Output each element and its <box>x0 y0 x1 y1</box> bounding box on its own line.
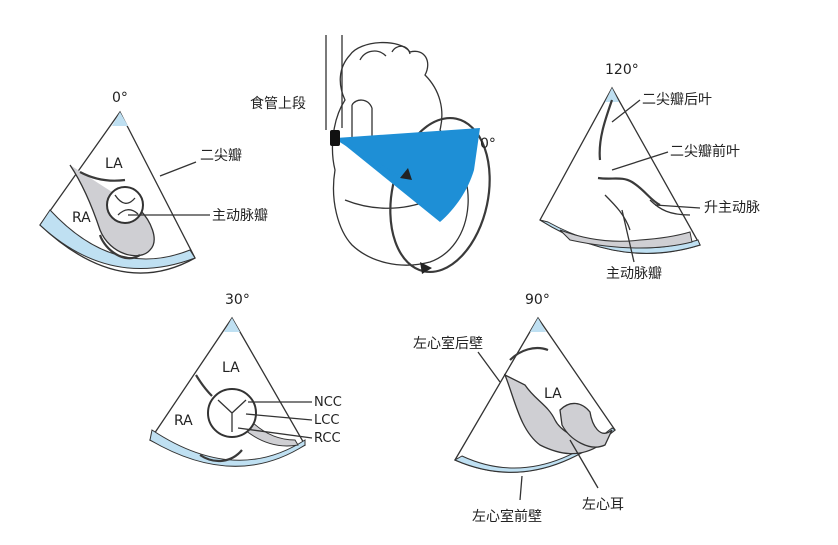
panel-0-mitral: 二尖瓣 <box>200 148 242 164</box>
rotation-arrow-bottom <box>420 262 432 274</box>
panel-120-apex <box>605 88 619 102</box>
panel-90-laa-label: 左心耳 <box>582 497 624 513</box>
panel-30-la: LA <box>222 360 240 376</box>
panel-30-degree: 30° LA RA NCC LCC RCC <box>149 292 342 467</box>
panel-120-angle: 120° <box>605 62 639 78</box>
probe-label: 食管上段 <box>250 95 306 112</box>
panel-30-walls <box>195 374 243 463</box>
center-angle-label: 0° <box>480 136 496 152</box>
panel-120-ascending-aorta: 升主动脉 <box>704 200 760 216</box>
panel-90-degree: 90° LA 左心室后壁 左心室前壁 左心耳 <box>413 292 624 525</box>
panel-0-angle: 0° <box>112 90 128 106</box>
panel-0-aortic-valve: 主动脉瓣 <box>212 208 268 224</box>
panel-30-lcc-pointer <box>245 413 313 421</box>
panel-90-walls <box>509 346 549 361</box>
panel-0-degree: 0° LA RA 二尖瓣 主动脉瓣 <box>39 90 268 274</box>
rotation-arrow-top <box>400 168 412 180</box>
panel-120-anterior-pointer <box>611 151 669 171</box>
tee-probe <box>330 130 340 146</box>
panel-120-tissue <box>559 229 693 249</box>
panel-0-near-field <box>39 209 196 269</box>
panel-120-sector <box>539 86 701 254</box>
panel-120-walls <box>597 99 661 206</box>
panel-120-aorta-pointer <box>654 204 701 209</box>
panel-90-anterior-pointer <box>519 475 523 501</box>
panel-90-lv-anterior: 左心室前壁 <box>472 508 542 525</box>
panel-90-la: LA <box>544 386 562 402</box>
probe-beam <box>335 136 401 180</box>
panel-90-apex <box>530 318 546 332</box>
panel-90-laa-pointer <box>569 439 599 489</box>
panel-120-degree: 120° 二尖瓣后叶 二尖瓣前叶 升主动脉 主动脉瓣 <box>539 62 760 282</box>
panel-30-lcc: LCC <box>314 413 339 428</box>
panel-0-walls <box>79 171 141 260</box>
center-heart-illustration: 食管上段 0° <box>250 35 496 274</box>
panel-120-mitral-anterior: 二尖瓣前叶 <box>670 143 740 160</box>
panel-0-la: LA <box>105 156 123 172</box>
panel-0-valve-leaflets <box>114 194 139 216</box>
panel-30-rcc-pointer <box>237 427 313 439</box>
panel-0-mitral-pointer <box>159 161 197 177</box>
panel-120-aortic-root <box>604 194 691 231</box>
esophagus <box>325 35 343 130</box>
panel-120-mitral-posterior: 二尖瓣后叶 <box>642 92 712 108</box>
panel-90-lv-posterior: 左心室后壁 <box>413 335 483 352</box>
panel-0-aortic-valve-ring <box>106 186 144 224</box>
panel-30-near-field <box>149 429 306 467</box>
panel-120-aortic-valve: 主动脉瓣 <box>606 266 662 282</box>
panel-90-laa <box>559 402 613 448</box>
aortic-vessels <box>351 45 411 150</box>
panel-120-aortic-valve-pointer <box>621 209 635 263</box>
panel-30-ncc: NCC <box>314 395 342 410</box>
panel-120-posterior-pointer <box>611 99 641 123</box>
panel-90-posterior-pointer <box>477 351 501 383</box>
panel-90-angle: 90° <box>525 292 550 308</box>
panel-30-apex <box>224 318 240 332</box>
panel-30-angle: 30° <box>225 292 250 308</box>
panel-30-rcc: RCC <box>314 431 341 446</box>
panel-30-cusps <box>217 399 247 432</box>
panel-0-apex <box>112 112 128 126</box>
panel-30-ra: RA <box>174 413 193 429</box>
panel-0-ra: RA <box>72 210 91 226</box>
